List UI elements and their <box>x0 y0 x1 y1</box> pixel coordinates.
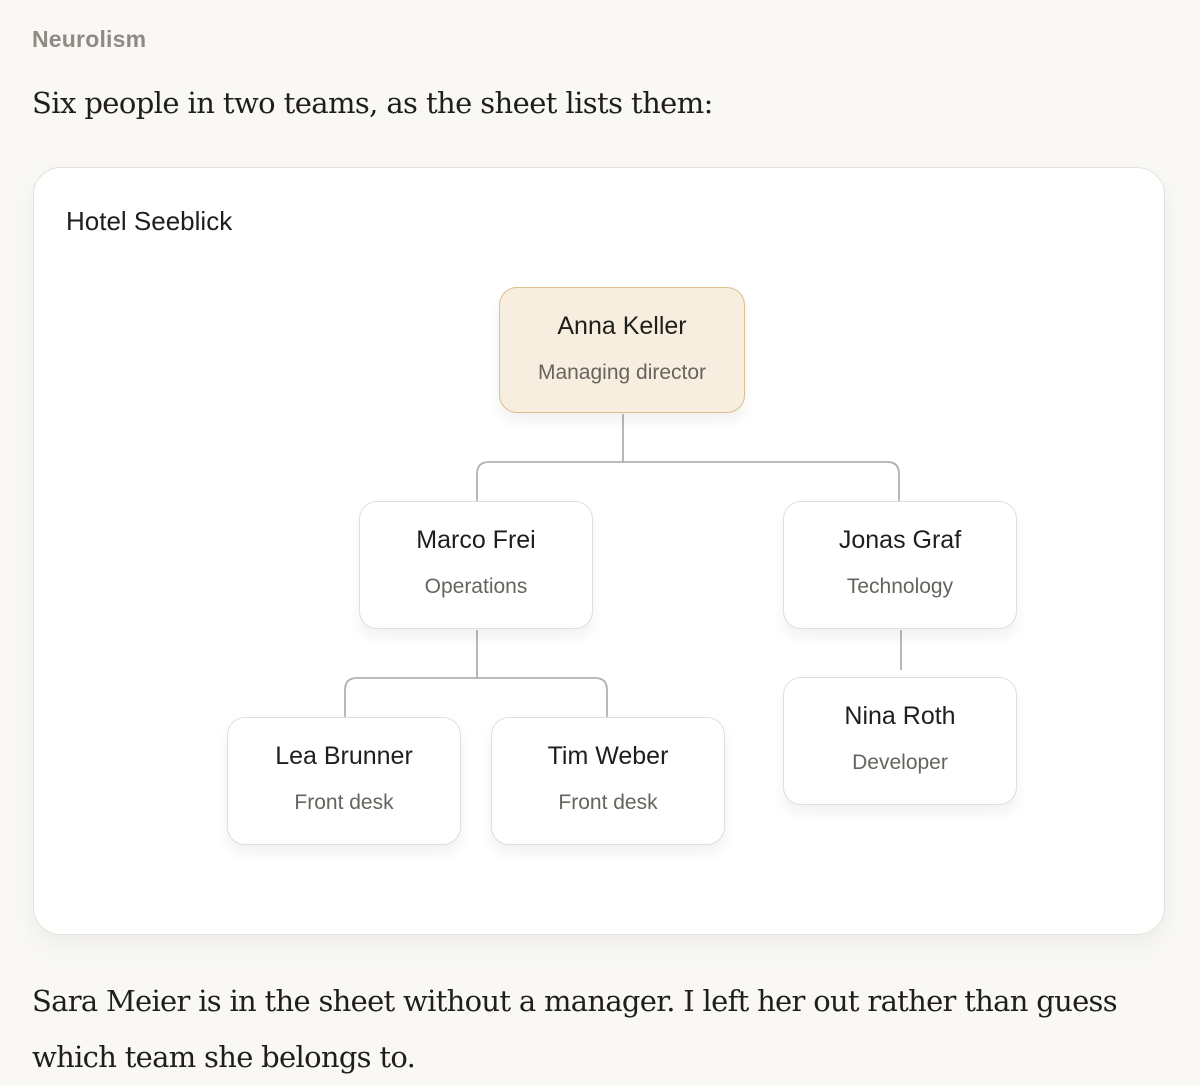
org-node-role: Operations <box>424 575 528 598</box>
org-node-name: Lea Brunner <box>275 742 413 770</box>
intro-text: Six people in two teams, as the sheet li… <box>32 86 713 120</box>
org-node-name: Anna Keller <box>557 312 687 340</box>
org-node-name: Marco Frei <box>416 526 536 554</box>
org-node-root: Anna Keller Managing director <box>499 287 745 413</box>
org-chart-title: Hotel Seeblick <box>66 206 233 236</box>
app-name: Neurolism <box>32 26 147 52</box>
org-node-role: Technology <box>846 575 954 598</box>
org-node-role: Front desk <box>294 791 394 814</box>
org-node-team-lead: Marco Frei Operations <box>359 501 593 629</box>
org-node-member: Nina Roth Developer <box>783 677 1017 805</box>
org-node-name: Jonas Graf <box>838 526 962 554</box>
connector-marco-to-members <box>344 630 608 717</box>
org-chart-connectors <box>344 414 902 717</box>
org-node-name: Nina Roth <box>844 702 956 730</box>
org-node-role: Front desk <box>558 791 658 814</box>
org-node-role: Developer <box>852 751 948 774</box>
outro-text: Sara Meier is in the sheet without a man… <box>32 984 1118 1074</box>
org-chart-card: Hotel Seeblick Anna Keller Managing dire… <box>33 167 1165 935</box>
org-node-name: Tim Weber <box>547 742 669 770</box>
org-node-team-lead: Jonas Graf Technology <box>783 501 1017 629</box>
connector-root-to-leads <box>476 414 900 501</box>
org-node-member: Tim Weber Front desk <box>491 717 725 845</box>
org-node-member: Lea Brunner Front desk <box>227 717 461 845</box>
org-node-role: Managing director <box>537 361 707 384</box>
